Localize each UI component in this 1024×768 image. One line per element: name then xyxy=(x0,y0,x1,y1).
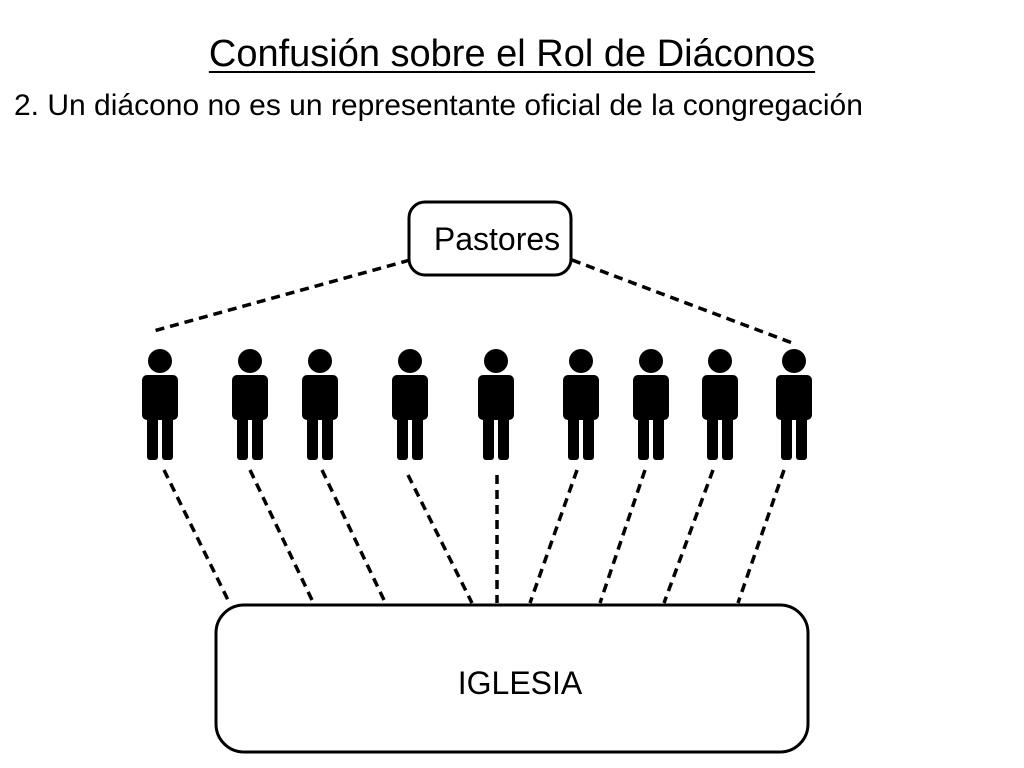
slide-point: 2. Un diácono no es un representante ofi… xyxy=(14,89,863,122)
person-icon xyxy=(702,349,738,460)
church-connector xyxy=(598,469,647,604)
pastores-box xyxy=(407,200,573,277)
church-connector xyxy=(162,469,230,601)
slide-title: Confusión sobre el Rol de Diáconos xyxy=(208,33,816,75)
church-connector xyxy=(248,469,314,601)
person-icon xyxy=(232,349,268,460)
iglesia-node: IGLESIA xyxy=(214,603,810,754)
pastores-node: Pastores xyxy=(407,200,573,277)
iglesia-box xyxy=(214,603,810,754)
church-connector xyxy=(406,474,474,604)
pastor-connector-left xyxy=(149,258,411,334)
church-connector xyxy=(320,469,386,601)
person-icon xyxy=(478,349,514,460)
pastores-label: Pastores xyxy=(434,221,560,257)
pastor-connector-right xyxy=(571,258,796,346)
person-icon xyxy=(302,349,338,460)
iglesia-label: IGLESIA xyxy=(458,665,583,701)
person-icon xyxy=(142,349,178,460)
pastor-connectors xyxy=(149,258,796,346)
church-connector xyxy=(528,469,579,604)
person-icon xyxy=(563,349,599,460)
person-icon xyxy=(392,349,428,460)
church-connector xyxy=(736,469,786,604)
deacon-figures xyxy=(142,349,812,460)
church-connectors xyxy=(162,469,786,604)
church-connector xyxy=(662,469,715,604)
person-icon xyxy=(776,349,812,460)
person-icon xyxy=(633,349,669,460)
